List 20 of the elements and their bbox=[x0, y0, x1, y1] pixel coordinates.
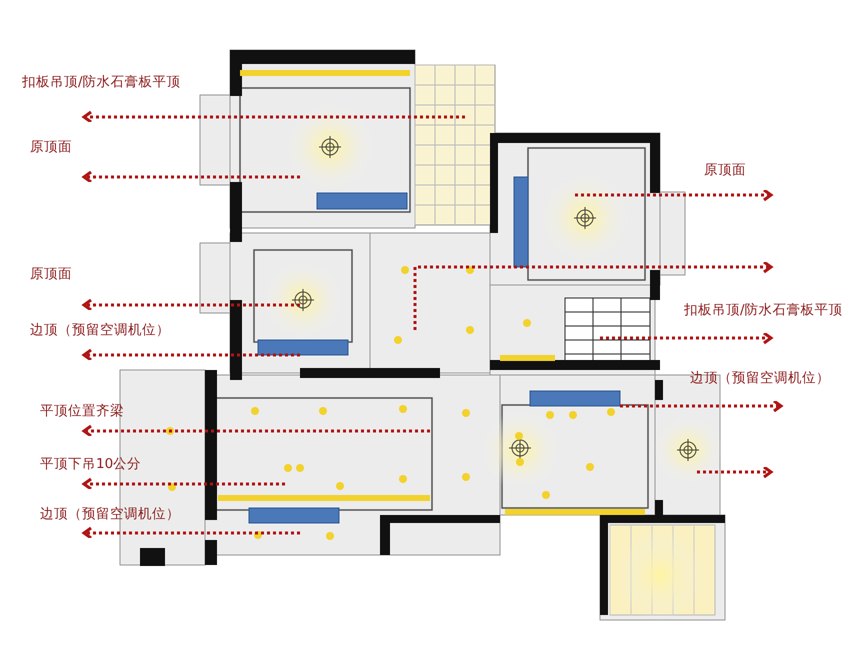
leader-arrow bbox=[82, 110, 465, 124]
annotation-label: 原顶面 bbox=[30, 139, 72, 177]
annotation-label: 边顶（预留空调机位） bbox=[30, 322, 170, 355]
leader-arrow bbox=[82, 424, 430, 438]
annotation-label: 原顶面 bbox=[30, 266, 72, 305]
leader-arrow bbox=[575, 188, 772, 202]
annotation-label: 边顶（预留空调机位） bbox=[690, 370, 830, 406]
annotation-label: 扣板吊顶/防水石膏板平顶 bbox=[684, 302, 843, 338]
leader-arrow bbox=[82, 478, 285, 490]
annotation-label: 平顶位置齐梁 bbox=[40, 403, 124, 431]
annotation-label: 扣板吊顶/防水石膏板平顶 bbox=[22, 74, 181, 117]
leader-arrow bbox=[620, 400, 782, 412]
annotation-label: 原顶面 bbox=[704, 162, 746, 195]
leader-arrow bbox=[82, 170, 300, 184]
leader-arrow bbox=[82, 348, 300, 362]
annotation-label: 平顶下吊10公分 bbox=[40, 456, 142, 484]
leader-arrow bbox=[600, 332, 772, 344]
leader-arrow bbox=[82, 526, 300, 540]
annotation-label: 边顶（预留空调机位） bbox=[40, 506, 180, 533]
leader-arrow bbox=[82, 298, 300, 312]
